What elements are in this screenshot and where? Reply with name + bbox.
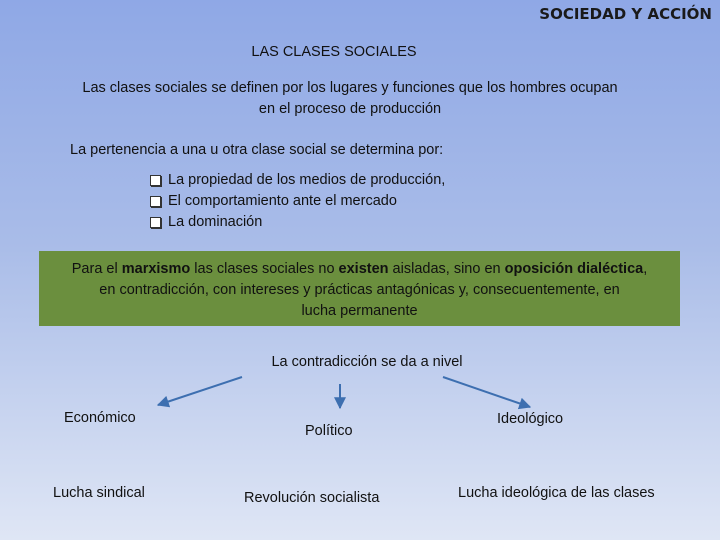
arrow-to-ideological bbox=[442, 376, 532, 410]
marxism-keyword: marxismo bbox=[121, 261, 191, 277]
list-item: La dominación bbox=[150, 212, 445, 233]
marxism-line-1: Para el marxismo las clases sociales no … bbox=[47, 259, 672, 280]
marxism-box: Para el marxismo las clases sociales no … bbox=[39, 251, 680, 326]
list-item: La propiedad de los medios de producción… bbox=[150, 170, 445, 191]
checkbox-bullet-icon bbox=[150, 217, 161, 228]
marxism-keyword: existen bbox=[338, 261, 389, 277]
struggle-political: Revolución socialista bbox=[244, 490, 380, 506]
definition-line-2: en el proceso de producción bbox=[258, 101, 442, 117]
criteria-intro: La pertenencia a una u otra clase social… bbox=[70, 142, 444, 158]
criteria-item-label: El comportamiento ante el mercado bbox=[168, 193, 397, 209]
marxism-text: , bbox=[643, 261, 648, 277]
marxism-line-2: en contradicción, con intereses y prácti… bbox=[99, 282, 620, 298]
marxism-text: las clases sociales no bbox=[190, 261, 339, 277]
criteria-item-label: La propiedad de los medios de producción… bbox=[168, 172, 446, 188]
struggle-economic: Lucha sindical bbox=[53, 485, 145, 501]
marxism-keyword: oposición dialéctica bbox=[504, 261, 644, 277]
criteria-item-label: La dominación bbox=[168, 214, 263, 230]
list-item: El comportamiento ante el mercado bbox=[150, 191, 445, 212]
level-economic: Económico bbox=[64, 410, 136, 426]
levels-title: La contradicción se da a nivel bbox=[271, 354, 463, 370]
marxism-text: Para el bbox=[71, 261, 122, 277]
slide-title: LAS CLASES SOCIALES bbox=[251, 44, 417, 60]
arrow-to-economic bbox=[156, 376, 243, 408]
level-ideological: Ideológico bbox=[497, 411, 564, 427]
criteria-list: La propiedad de los medios de producción… bbox=[150, 170, 445, 233]
level-political: Político bbox=[305, 423, 353, 439]
definition-text: Las clases sociales se definen por los l… bbox=[30, 78, 670, 120]
marxism-text: aisladas, sino en bbox=[388, 261, 505, 277]
struggle-ideological: Lucha ideológica de las clases bbox=[458, 485, 655, 501]
slide-header: SOCIEDAD Y ACCIÓN bbox=[539, 5, 712, 23]
definition-line-1: Las clases sociales se definen por los l… bbox=[82, 80, 618, 96]
marxism-line-3: lucha permanente bbox=[301, 303, 418, 319]
checkbox-bullet-icon bbox=[150, 196, 161, 207]
checkbox-bullet-icon bbox=[150, 175, 161, 186]
